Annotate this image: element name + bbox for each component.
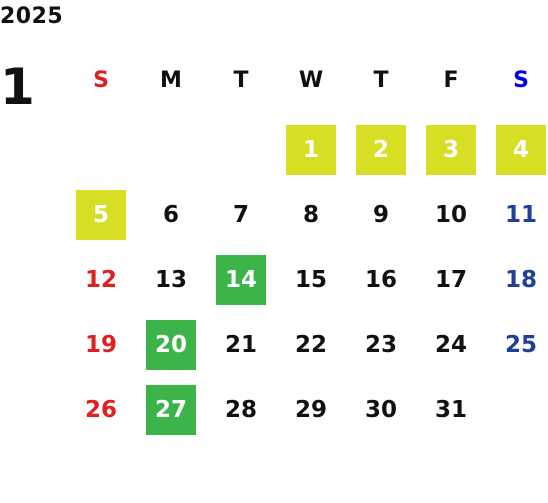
day-cell: 18 [504, 267, 537, 293]
day-cell: 3 [426, 125, 476, 175]
day-cell: 26 [84, 397, 117, 423]
day-cell: 14 [216, 255, 266, 305]
day-cell: 22 [294, 332, 327, 358]
weekday-sat: S [513, 68, 529, 93]
day-cell: 10 [434, 202, 467, 228]
day-cell: 19 [84, 332, 117, 358]
year-label: 2025 [0, 4, 64, 29]
day-cell: 21 [224, 332, 257, 358]
day-cell: 28 [224, 397, 257, 423]
day-cell: 9 [372, 202, 389, 228]
month-label: 1 [0, 58, 35, 116]
day-cell: 31 [434, 397, 467, 423]
weekday-wed: W [298, 68, 324, 93]
day-cell: 5 [76, 190, 126, 240]
day-cell: 11 [504, 202, 537, 228]
day-cell: 2 [356, 125, 406, 175]
weekday-tue: T [233, 68, 249, 93]
weekday-thu: T [373, 68, 389, 93]
day-cell: 1 [286, 125, 336, 175]
weekday-sun: S [93, 68, 109, 93]
day-cell: 8 [302, 202, 319, 228]
weekday-mon: M [160, 68, 182, 93]
day-cell: 15 [294, 267, 327, 293]
day-cell: 6 [162, 202, 179, 228]
day-cell: 27 [146, 385, 196, 435]
day-cell: 16 [364, 267, 397, 293]
day-cell: 24 [434, 332, 467, 358]
day-cell: 25 [504, 332, 537, 358]
day-cell: 23 [364, 332, 397, 358]
day-cell: 7 [232, 202, 249, 228]
day-cell: 20 [146, 320, 196, 370]
day-cell: 17 [434, 267, 467, 293]
day-cell: 4 [496, 125, 546, 175]
day-cell: 29 [294, 397, 327, 423]
weekday-fri: F [443, 68, 459, 93]
day-cell: 12 [84, 267, 117, 293]
day-cell: 30 [364, 397, 397, 423]
day-cell: 13 [154, 267, 187, 293]
